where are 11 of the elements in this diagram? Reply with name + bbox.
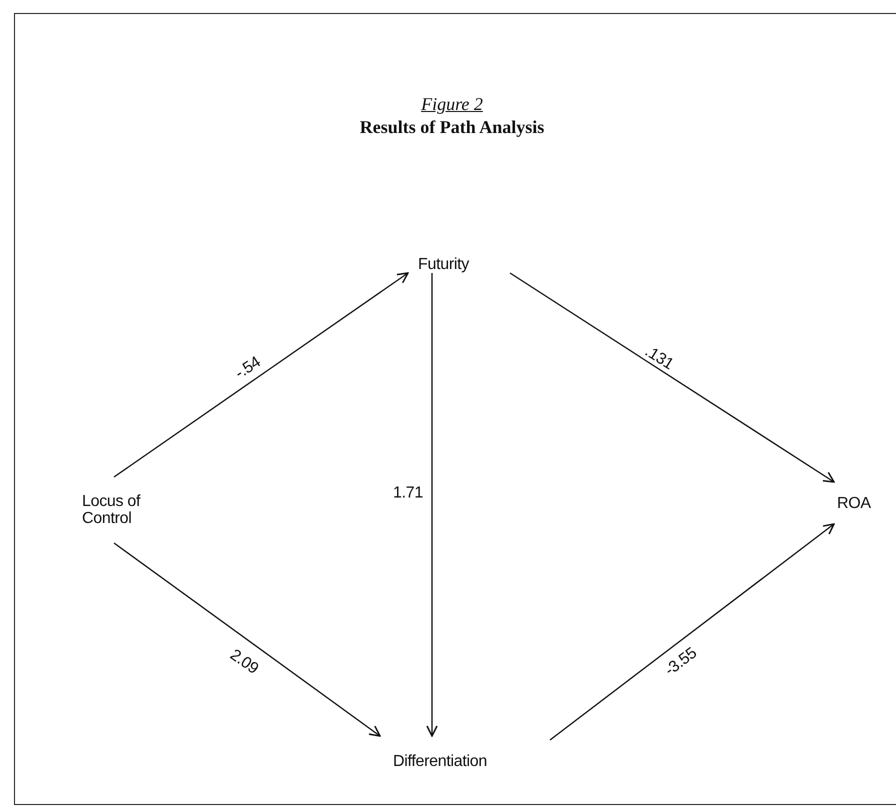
arrow (550, 523, 835, 741)
arrow (510, 272, 835, 483)
arrow (114, 542, 381, 737)
arrow (426, 273, 438, 737)
variable-label: Futurity (418, 256, 469, 273)
variable-label: Locus of Control (82, 493, 142, 527)
variable-label: ROA (837, 494, 871, 512)
variable-label: Differentiation (393, 753, 487, 770)
arrow (114, 272, 409, 478)
figure-title: Figure 2 (421, 94, 483, 114)
figure-subtitle: Results of Path Analysis (360, 117, 544, 137)
